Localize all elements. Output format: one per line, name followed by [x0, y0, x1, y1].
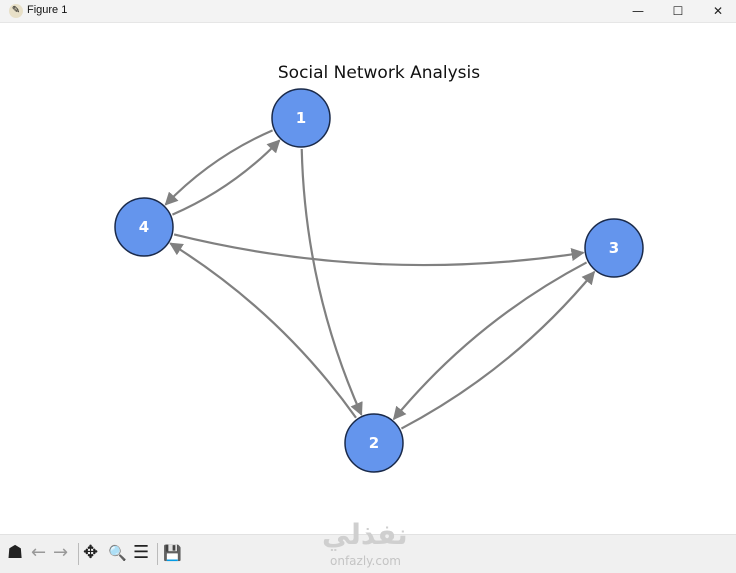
- edge-2-to-4: [169, 242, 357, 419]
- close-button[interactable]: ✕: [712, 4, 724, 18]
- edge-4-to-1: [171, 139, 281, 216]
- figure-title: Social Network Analysis: [278, 63, 480, 83]
- node-label: 4: [139, 218, 149, 236]
- node-3: 3: [584, 218, 644, 278]
- node-label: 3: [609, 239, 619, 257]
- node-label: 2: [369, 434, 379, 452]
- toolbar: ☗ ← → ✥ 🔍 ☰ 💾: [0, 534, 736, 573]
- home-icon[interactable]: ☗: [7, 542, 24, 563]
- watermark-url: onfazly.com: [330, 554, 401, 568]
- pan-icon[interactable]: ✥: [83, 542, 99, 563]
- maximize-button[interactable]: ☐: [672, 4, 684, 18]
- back-icon[interactable]: ←: [31, 542, 47, 563]
- node-2: 2: [344, 413, 404, 473]
- window-title: Figure 1: [27, 4, 68, 16]
- node-circle: [584, 218, 644, 278]
- separator: [157, 543, 158, 565]
- separator: [78, 543, 79, 565]
- node-4: 4: [114, 197, 174, 257]
- minimize-button[interactable]: —: [632, 4, 644, 18]
- edge-4-to-3: [173, 233, 585, 267]
- node-circle: [344, 413, 404, 473]
- node-1: 1: [271, 88, 331, 148]
- zoom-icon[interactable]: 🔍: [108, 544, 127, 562]
- edge-1-to-4: [164, 129, 274, 206]
- forward-icon[interactable]: →: [53, 542, 69, 563]
- edge-2-to-3: [400, 270, 596, 430]
- edge-1-to-2: [300, 148, 363, 416]
- title-bar: ✎ Figure 1 — ☐ ✕: [0, 0, 736, 23]
- watermark: نفذلي: [322, 518, 408, 551]
- edge-3-to-2: [392, 261, 588, 421]
- figure-canvas: Social Network Analysis 1 2 3 4: [114, 63, 644, 473]
- save-icon[interactable]: 💾: [163, 544, 182, 562]
- node-circle: [271, 88, 331, 148]
- configure-icon[interactable]: ☰: [133, 542, 150, 563]
- node-circle: [114, 197, 174, 257]
- matplotlib-icon: ✎: [9, 4, 23, 18]
- node-label: 1: [296, 109, 306, 127]
